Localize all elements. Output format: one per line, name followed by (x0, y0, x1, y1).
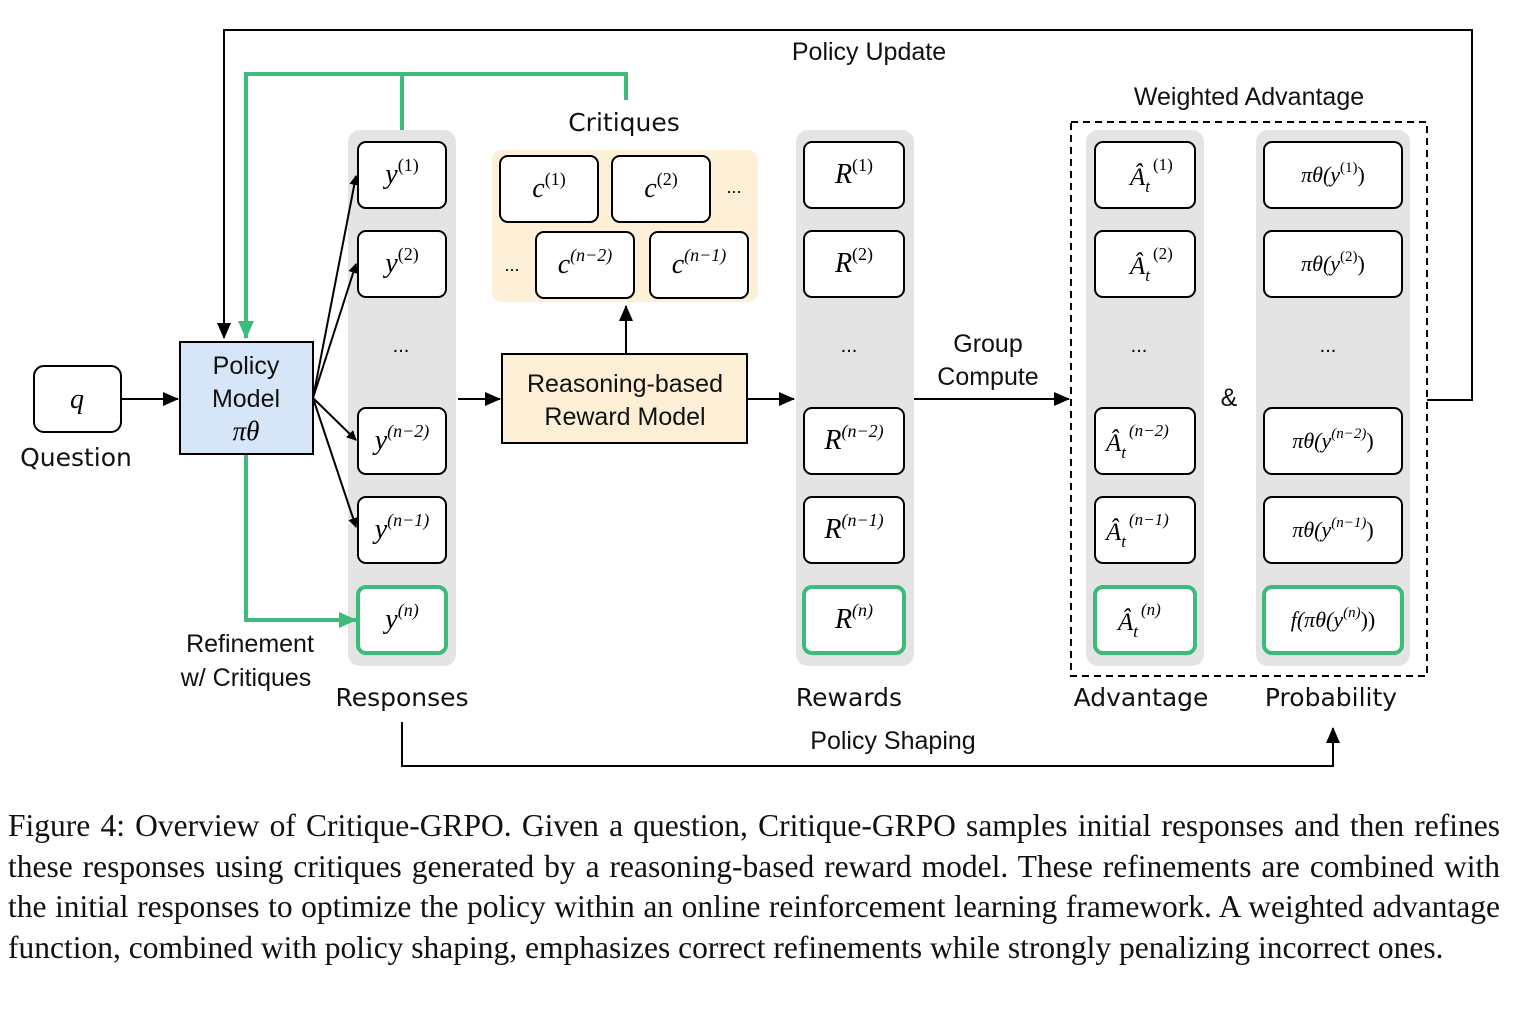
probabilities-list: πθ(y(1)) πθ(y(2)) ... πθ(y(n−2)) πθ(y(n−… (1262, 141, 1404, 655)
advantages-list: Ât(1) Ât(2) ... Ât(n−2) Ât(n−1) Ât(n) (1093, 141, 1197, 655)
advantages-ellipsis: ... (1131, 335, 1148, 357)
question-label: Question (20, 443, 132, 472)
reward-n-1: R(n−1) (803, 496, 905, 564)
advantage-n-2: Ât(n−2) (1094, 407, 1196, 475)
probability-n-1: πθ(y(n−1)) (1263, 496, 1403, 564)
probability-title: Probability (1265, 683, 1397, 712)
svg-text:R(n−2): R(n−2) (823, 421, 883, 456)
rewards-ellipsis: ... (841, 335, 858, 357)
rewards-list: R(1) R(2) ... R(n−2) R(n−1) R(n) (802, 141, 906, 655)
reward-n-2: R(n−2) (803, 407, 905, 475)
critique-n-2: c(n−2) (535, 231, 635, 299)
reward-model-box (501, 353, 748, 444)
reward-1: R(1) (803, 141, 905, 209)
group-compute-label-1: Group (953, 330, 1022, 358)
svg-text:y(n−2): y(n−2) (372, 421, 430, 456)
response-1: y(1) (357, 141, 447, 209)
svg-text:y(2): y(2) (382, 244, 418, 279)
reward-n: R(n) (802, 585, 906, 655)
svg-text:R(1): R(1) (834, 155, 873, 190)
svg-text:πθ(y(2)): πθ(y(2)) (1301, 249, 1365, 276)
reward-model-label-2: Reward Model (544, 403, 705, 431)
green-refinement-arrow (244, 454, 357, 628)
responses-ellipsis: ... (393, 335, 410, 357)
svg-text:c(2): c(2) (644, 169, 677, 204)
response-n-2: y(n−2) (357, 407, 447, 475)
figure-caption: Figure 4: Overview of Critique-GRPO. Giv… (8, 808, 1500, 965)
weighted-advantage-box (1070, 121, 1428, 677)
probability-2: πθ(y(2)) (1263, 230, 1403, 298)
weighted-advantage-title: Weighted Advantage (1134, 83, 1364, 111)
advantage-n: Ât(n) (1093, 585, 1197, 655)
critiques-title: Critiques (568, 108, 680, 137)
svg-text:Ât(1): Ât(1) (1128, 155, 1173, 196)
responses-title: Responses (335, 683, 468, 712)
svg-text:R(n−1): R(n−1) (823, 510, 883, 545)
svg-text:Ât(n): Ât(n) (1116, 600, 1161, 641)
refinement-label-1: Refinement (186, 630, 314, 658)
refinement-label-2: w/ Critiques (180, 664, 312, 692)
critique-2: c(2) (611, 155, 711, 223)
critique-grpo-diagram: q Question Policy Model πθ y(1) y(2) ...… (20, 29, 1473, 767)
svg-text:c(n−1): c(n−1) (672, 245, 727, 280)
svg-text:y(1): y(1) (382, 155, 418, 190)
svg-text:c(1): c(1) (532, 169, 565, 204)
policy-to-responses-arrows (312, 175, 360, 528)
svg-text:c(n−2): c(n−2) (558, 245, 613, 280)
probability-n-2: πθ(y(n−2)) (1263, 407, 1403, 475)
response-2: y(2) (357, 230, 447, 298)
reward-model-label-1: Reasoning-based (527, 370, 723, 398)
svg-text:y(n): y(n) (382, 600, 418, 635)
svg-text:R(2): R(2) (834, 244, 873, 279)
policy-model-label-1: Policy (213, 352, 280, 380)
svg-text:y(n−1): y(n−1) (372, 510, 430, 545)
policy-update-label: Policy Update (792, 38, 946, 66)
group-compute-label-2: Compute (937, 363, 1038, 391)
probabilities-ellipsis: ... (1320, 335, 1337, 357)
policy-model-label-2: Model (212, 385, 280, 413)
probability-1: πθ(y(1)) (1263, 141, 1403, 209)
svg-text:πθ(y(n−1)): πθ(y(n−1)) (1292, 515, 1373, 542)
svg-text:πθ(y(1)): πθ(y(1)) (1301, 160, 1365, 187)
reward-2: R(2) (803, 230, 905, 298)
advantage-title: Advantage (1074, 683, 1209, 712)
policy-model-symbol: πθ (233, 416, 260, 446)
critique-1: c(1) (499, 155, 599, 223)
advantage-2: Ât(2) (1094, 230, 1196, 298)
response-n: y(n) (356, 585, 448, 655)
advantage-1: Ât(1) (1094, 141, 1196, 209)
critiques-list: c(1) c(2) ... ... c(n−2) c(n−1) (499, 155, 749, 299)
critiques-ellipsis-bottom: ... (504, 255, 519, 275)
ampersand: & (1221, 384, 1238, 412)
probability-n: f(πθ(y(n))) (1262, 585, 1404, 655)
critique-n-1: c(n−1) (649, 231, 749, 299)
svg-text:πθ(y(n−2)): πθ(y(n−2)) (1292, 426, 1373, 453)
advantage-n-1: Ât(n−1) (1094, 496, 1196, 564)
svg-text:Ât(2): Ât(2) (1128, 244, 1173, 285)
critiques-ellipsis-top: ... (726, 177, 741, 197)
policy-update-loop (217, 29, 1473, 401)
response-n-1: y(n−1) (357, 496, 447, 564)
policy-shaping-label: Policy Shaping (810, 727, 975, 755)
rewards-title: Rewards (796, 683, 902, 712)
question-symbol: q (70, 384, 84, 415)
svg-text:Ât(n−2): Ât(n−2) (1104, 421, 1169, 462)
policy-shaping-arrow (401, 722, 1340, 767)
svg-text:f(πθ(y(n))): f(πθ(y(n))) (1291, 605, 1376, 632)
responses-list: y(1) y(2) ... y(n−2) y(n−1) y(n) (356, 141, 448, 655)
green-feedback-loop (246, 72, 628, 338)
svg-text:R(n): R(n) (834, 600, 873, 635)
svg-text:Ât(n−1): Ât(n−1) (1104, 510, 1169, 551)
